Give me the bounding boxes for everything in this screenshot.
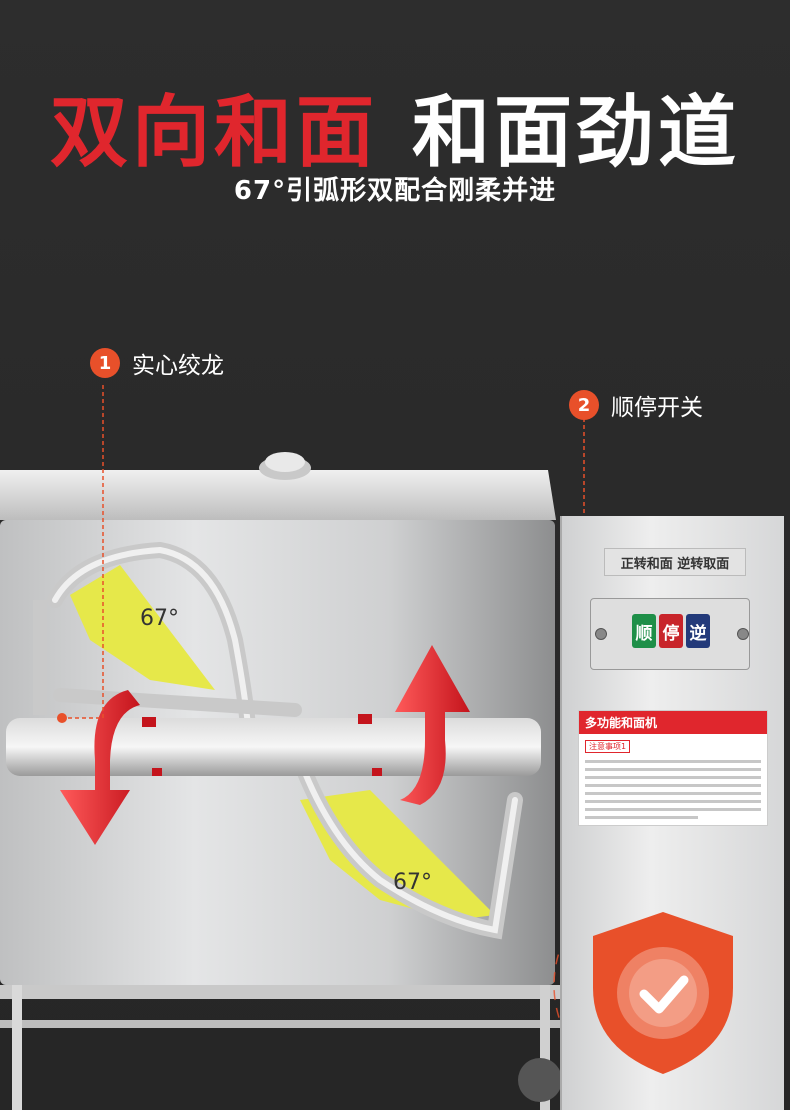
warning-title: 多功能和面机 — [579, 711, 767, 734]
callout-solid-auger: 1 实心绞龙 — [90, 346, 224, 380]
wheel — [518, 1058, 562, 1102]
callout-switch: 2 顺停开关 — [569, 388, 703, 422]
mixing-shaft — [6, 718, 541, 776]
frame-rail — [0, 985, 560, 999]
callout-line-1 — [62, 385, 104, 719]
headline-red: 双向和面 — [49, 88, 378, 178]
frame-rail — [0, 1020, 560, 1028]
frame-leg — [540, 985, 550, 1110]
blade-bottom — [300, 790, 495, 920]
frame-leg — [12, 985, 22, 1110]
callout-line-2 — [583, 418, 628, 641]
subheadline: 67°引弧形双配合刚柔并进 — [233, 176, 557, 206]
warning-subtitle: 注意事项1 — [585, 740, 631, 753]
angle-label-top: 67° — [140, 606, 179, 631]
headline: 双向和面和面劲道 — [0, 88, 790, 178]
callout-number: 1 — [90, 348, 120, 378]
callout-label: 顺停开关 — [611, 395, 703, 421]
forward-switch[interactable]: 顺 — [632, 614, 656, 648]
reverse-switch[interactable]: 逆 — [686, 614, 710, 648]
screw — [595, 628, 607, 640]
blade-top — [70, 565, 215, 690]
drum-lid — [0, 470, 556, 520]
angle-label-bottom: 67° — [393, 870, 432, 895]
panel-label: 正转和面 逆转取面 — [604, 548, 746, 576]
rotation-arrow-up — [395, 645, 470, 805]
headline-white: 和面劲道 — [412, 88, 741, 178]
shield-check-icon — [593, 912, 733, 1074]
screw — [737, 628, 749, 640]
callout-number: 2 — [569, 390, 599, 420]
callout-label: 实心绞龙 — [132, 353, 224, 379]
rotation-arrow-down — [60, 690, 140, 845]
warning-label: 多功能和面机 注意事项1 — [578, 710, 768, 826]
stop-switch[interactable]: 停 — [659, 614, 683, 648]
